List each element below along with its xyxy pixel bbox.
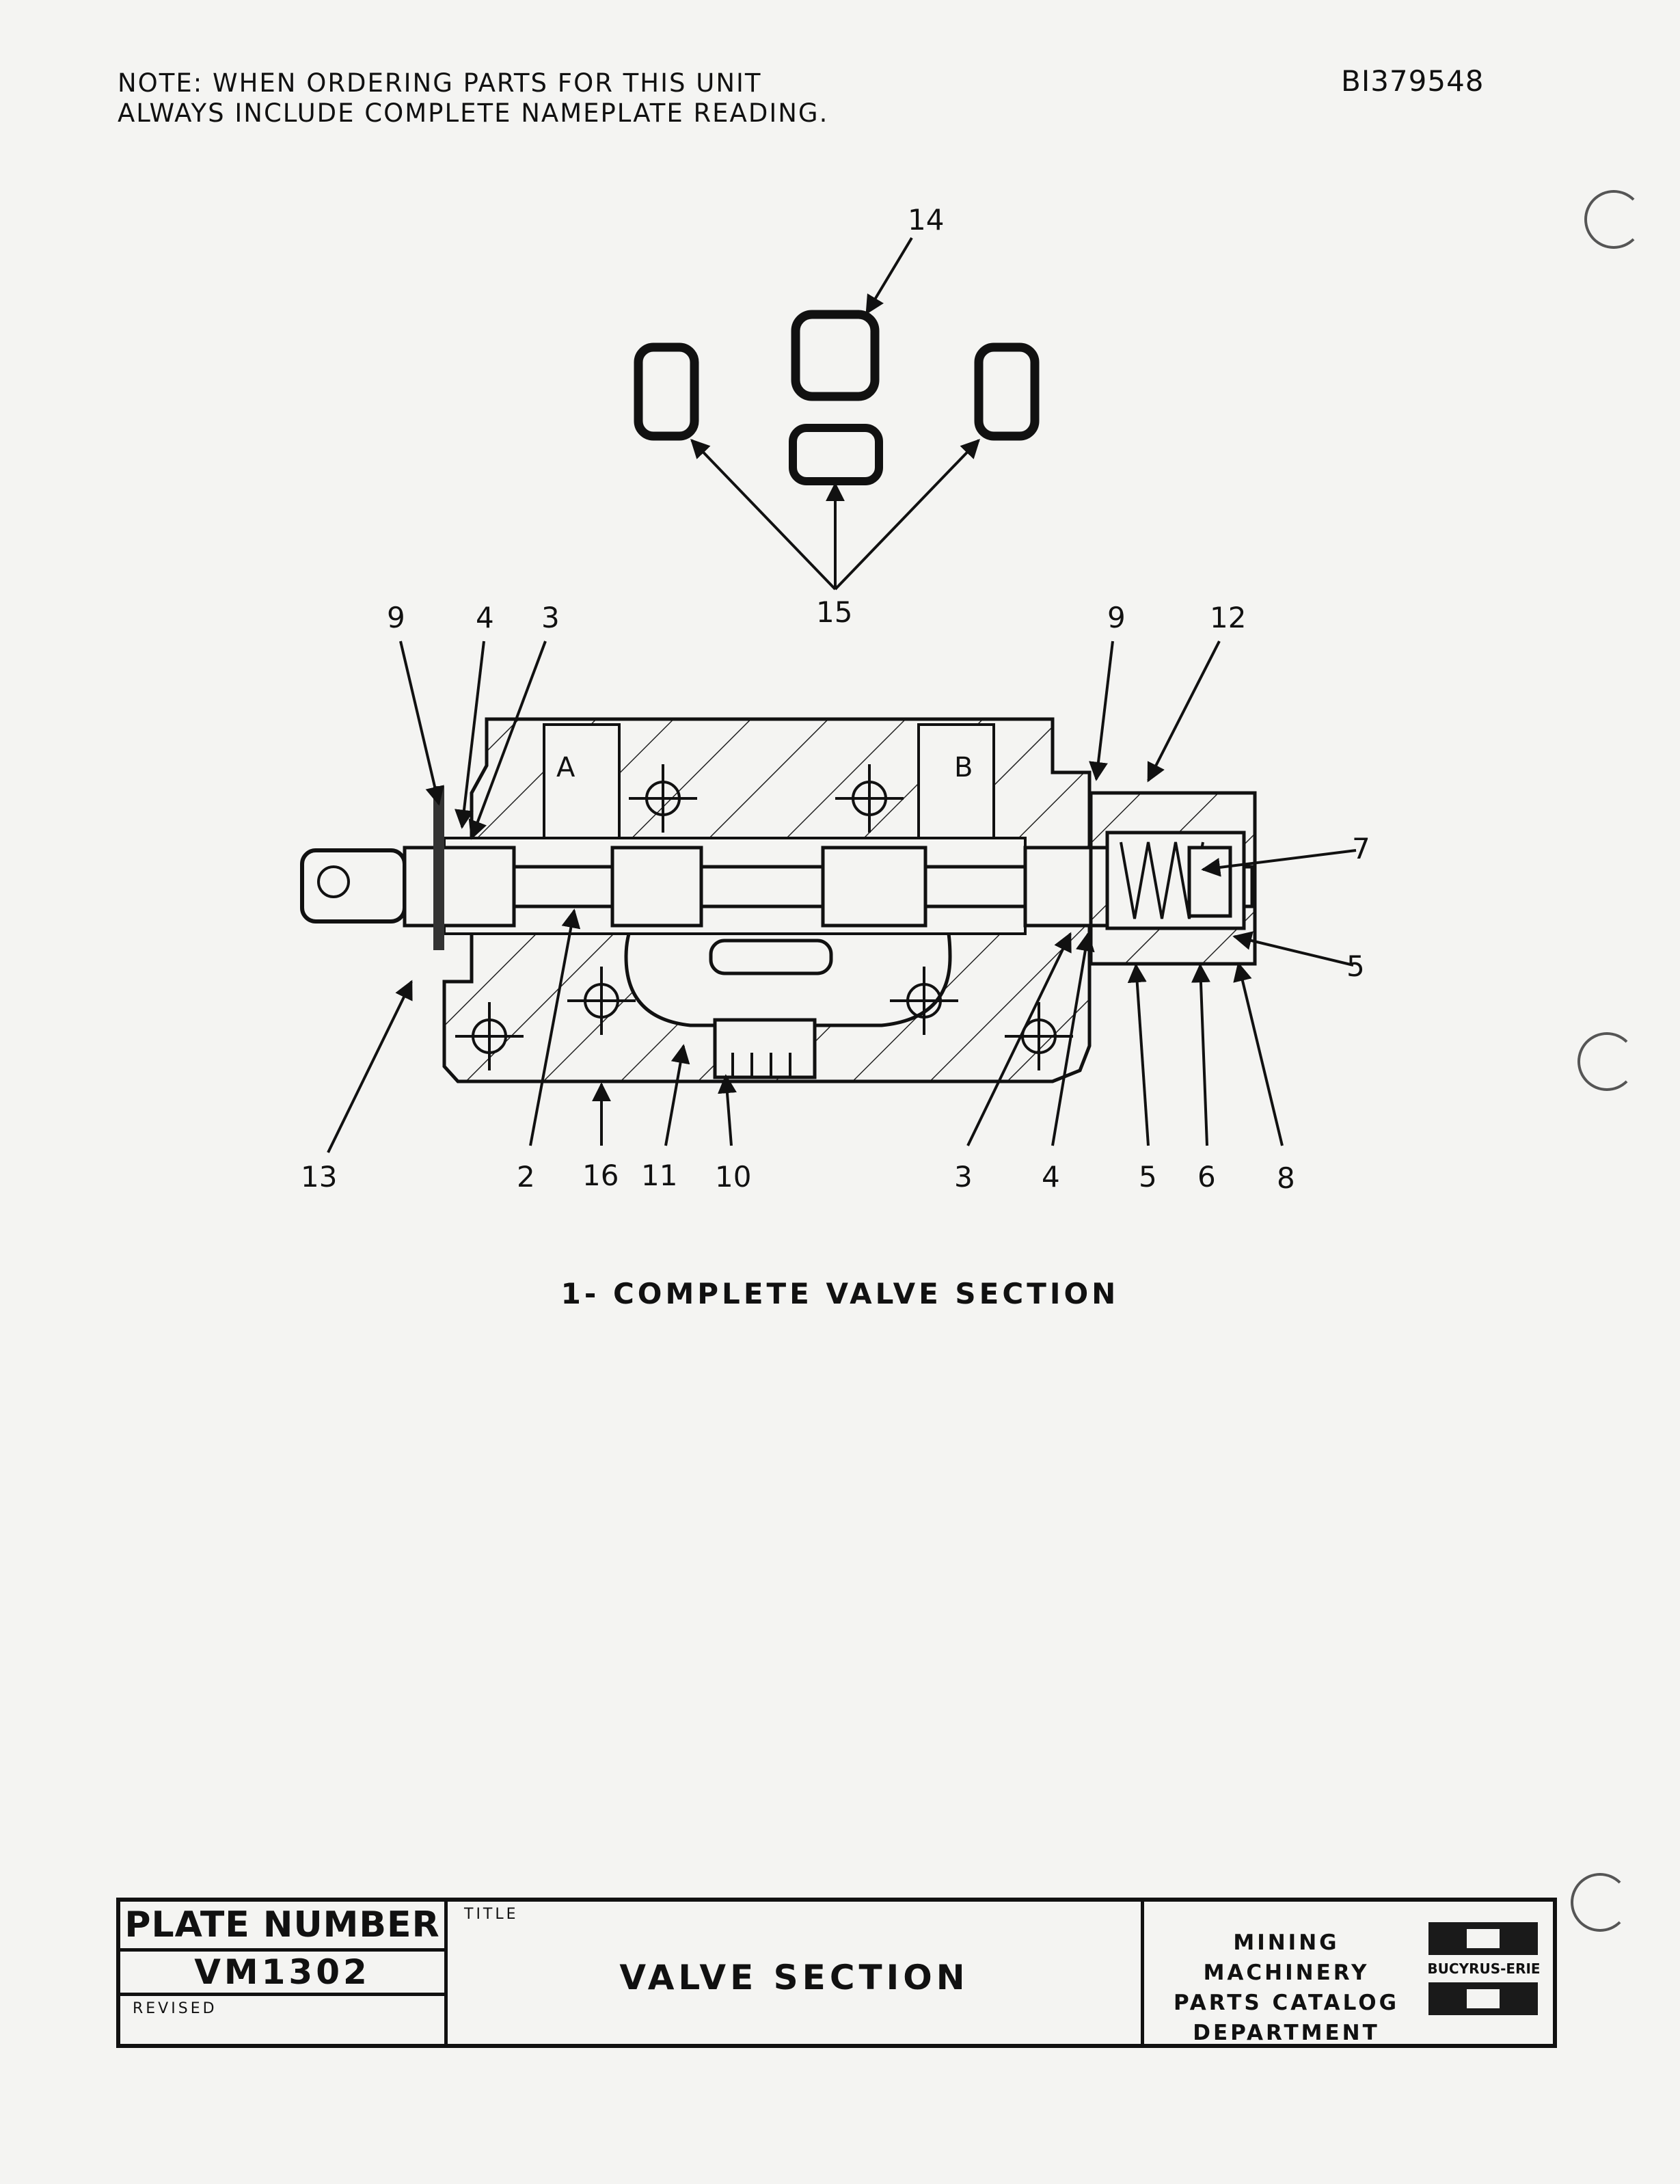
title-block: PLATE NUMBER VM1302 REVISED TITLE VALVE … [116,1898,1557,2048]
ordering-note-line-1: NOTE: WHEN ORDERING PARTS FOR THIS UNIT [118,68,762,98]
department-line-2: PARTS CATALOG [1173,1991,1400,2015]
plate-number-label: PLATE NUMBER [120,1902,444,1952]
ordering-note: NOTE: WHEN ORDERING PARTS FOR THIS UNIT … [118,68,828,129]
seal-ring-left [634,342,699,441]
callout-4-top: 4 [476,601,494,634]
callout-5-bottom: 5 [1139,1160,1157,1194]
callout-numbers: 14 15 9 4 3 9 12 7 5 13 2 16 11 10 3 4 5… [301,203,1370,1195]
seal-ring-top [791,310,880,401]
department-line-1: MINING MACHINERY [1203,1930,1370,1985]
plate-number-cell: PLATE NUMBER VM1302 REVISED [120,1902,448,2044]
spool-land-3 [821,846,927,928]
centering-spring [1120,841,1204,919]
valve-spool [300,786,1257,966]
callout-3-bottom: 3 [954,1160,973,1194]
bolt-holes [455,764,1073,1070]
callout-13: 13 [301,1160,337,1194]
document-number: BI379548 [1341,64,1485,98]
callout-15: 15 [816,595,852,629]
callout-10: 10 [715,1160,751,1194]
seal-ring-right [974,342,1040,441]
callout-7: 7 [1352,832,1370,865]
binder-hole-middle [1577,1032,1636,1091]
callout-9-left: 9 [387,601,405,634]
seal-rings [634,310,1040,485]
department-line-3: DEPARTMENT [1193,2021,1380,2045]
left-seal-plate [433,786,444,950]
plate-number-value: VM1302 [120,1952,444,1996]
clevis-pin-hole [317,865,350,898]
callout-2: 2 [517,1160,535,1194]
binder-hole-top [1584,190,1643,249]
callout-5-right: 5 [1346,949,1365,983]
revised-label: REVISED [133,2000,217,2017]
logo-text: BUCYRUS-ERIE [1427,1960,1541,1977]
callout-16: 16 [582,1159,619,1192]
diagram-caption: 1- COMPLETE VALVE SECTION [560,1277,1120,1310]
seal-ring-bottom [789,424,883,485]
callout-11: 11 [641,1159,677,1192]
spring-retainer [1187,846,1232,918]
title-value: VALVE SECTION [619,1958,969,1997]
port-label-a: A [556,752,575,783]
department-text: MINING MACHINERY PARTS CATALOG DEPARTMEN… [1150,1928,1423,2048]
title-label: TITLE [464,1906,519,1923]
callout-4-bottom: 4 [1042,1160,1060,1194]
callout-3-top: 3 [541,601,560,634]
leader-lines [327,237,1357,1153]
title-cell: TITLE VALVE SECTION [448,1902,1144,2044]
callout-14: 14 [908,203,944,237]
bucyrus-erie-logo: BUCYRUS-ERIE [1423,1922,1545,2015]
spool-land-1 [403,846,516,928]
department-cell: MINING MACHINERY PARTS CATALOG DEPARTMEN… [1144,1902,1553,2045]
port-label-b: B [954,752,973,783]
callout-12: 12 [1210,601,1246,634]
internal-slot [709,939,833,975]
callout-6: 6 [1197,1160,1216,1194]
callout-8: 8 [1277,1161,1295,1195]
spool-land-2 [610,846,703,928]
logo-upper-mark [1428,1922,1538,1955]
spool-clevis [300,848,407,924]
bottom-plug [713,1018,817,1079]
logo-lower-mark [1428,1982,1538,2015]
binder-hole-bottom [1571,1873,1629,1932]
ordering-note-line-2: ALWAYS INCLUDE COMPLETE NAMEPLATE READIN… [118,98,829,128]
callout-9-right: 9 [1107,601,1126,634]
